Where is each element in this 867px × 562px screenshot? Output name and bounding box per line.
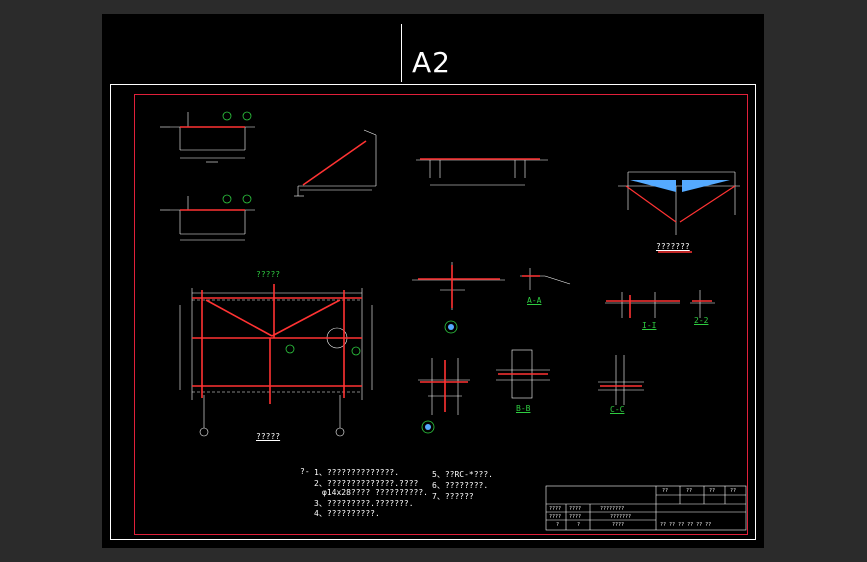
gusset-brace-left bbox=[625, 185, 677, 223]
section-11-drawing bbox=[605, 292, 680, 318]
note-line: 3、?????????.???????. bbox=[314, 499, 414, 508]
title-cell: ?? bbox=[662, 488, 669, 494]
gusset-caption: ??????? bbox=[656, 242, 690, 251]
section-22-drawing bbox=[690, 290, 715, 318]
title-cell: ?? bbox=[709, 488, 716, 494]
detail-1 bbox=[160, 112, 255, 163]
sheet-label-tick bbox=[401, 24, 402, 82]
detail-2 bbox=[160, 196, 255, 241]
section-cc-drawing bbox=[598, 355, 644, 405]
note-line: 6、????????. bbox=[432, 481, 489, 490]
inner-frame bbox=[110, 84, 756, 540]
stair-detail bbox=[294, 129, 377, 197]
detail-marker-2-fill bbox=[425, 424, 431, 430]
gusset-brace-right bbox=[679, 185, 736, 223]
section-22-caption: 2-2 bbox=[694, 316, 709, 325]
note-line: 7、?????? bbox=[432, 492, 474, 501]
title-block-lines bbox=[545, 485, 747, 531]
connection-members-red bbox=[418, 251, 712, 412]
callout-3 bbox=[222, 194, 232, 204]
title-cell: ??????? bbox=[610, 514, 632, 520]
title-cell: ?? bbox=[730, 488, 737, 494]
detail-marker-2 bbox=[421, 420, 435, 434]
title-cell: ???? bbox=[612, 522, 625, 528]
main-frame-caption: ????? bbox=[256, 432, 281, 441]
main-frame-members bbox=[192, 284, 362, 404]
callout-5 bbox=[285, 344, 295, 354]
title-cell: ?? ?? ?? ?? ?? ?? bbox=[660, 522, 712, 528]
main-frame-callout: ????? bbox=[256, 270, 281, 279]
note-line: 4、??????????. bbox=[314, 509, 380, 518]
gusset-fill-left bbox=[630, 180, 676, 192]
detail-marker-1 bbox=[444, 320, 458, 334]
title-cell: ?? bbox=[686, 488, 693, 494]
title-cell: ???? bbox=[569, 514, 582, 520]
section-aa-caption: A-A bbox=[527, 296, 542, 305]
callout-1 bbox=[222, 111, 232, 121]
connection-detail-1 bbox=[412, 262, 505, 310]
section-aa-drawing bbox=[520, 268, 571, 290]
sheet-size-label: A2 bbox=[412, 46, 451, 79]
note-line: 1、??????????????. bbox=[314, 468, 400, 477]
drawing-border bbox=[134, 94, 748, 535]
section-cc-caption: C-C bbox=[610, 405, 625, 414]
notes-prefix: ?- bbox=[300, 467, 310, 476]
callout-2 bbox=[242, 111, 252, 121]
detail-members-red bbox=[180, 126, 540, 211]
section-11-caption: I-I bbox=[642, 321, 657, 330]
title-cell: ???? bbox=[549, 514, 562, 520]
callout-4 bbox=[242, 194, 252, 204]
main-frame-dimensions bbox=[179, 288, 373, 437]
gusset-fill-right bbox=[682, 180, 730, 192]
title-cell: ???? bbox=[569, 506, 582, 512]
note-line: 5、??RC-*???. bbox=[432, 470, 493, 479]
title-cell: ???? bbox=[549, 506, 562, 512]
title-cell: ? bbox=[556, 522, 560, 528]
detail-marker-1-fill bbox=[448, 324, 454, 330]
connection-detail-2 bbox=[418, 358, 470, 415]
drawing-sheet bbox=[102, 14, 764, 548]
callout-6 bbox=[351, 346, 361, 356]
note-line: φ14x28???? ??????????. bbox=[322, 488, 428, 497]
gusset-drawing bbox=[618, 171, 740, 253]
beam-detail bbox=[416, 159, 548, 186]
note-line: 2、??????????????.???? bbox=[314, 479, 419, 488]
title-cell: ? bbox=[577, 522, 581, 528]
title-cell: ???????? bbox=[600, 506, 625, 512]
section-bb-caption: B-B bbox=[516, 404, 531, 413]
